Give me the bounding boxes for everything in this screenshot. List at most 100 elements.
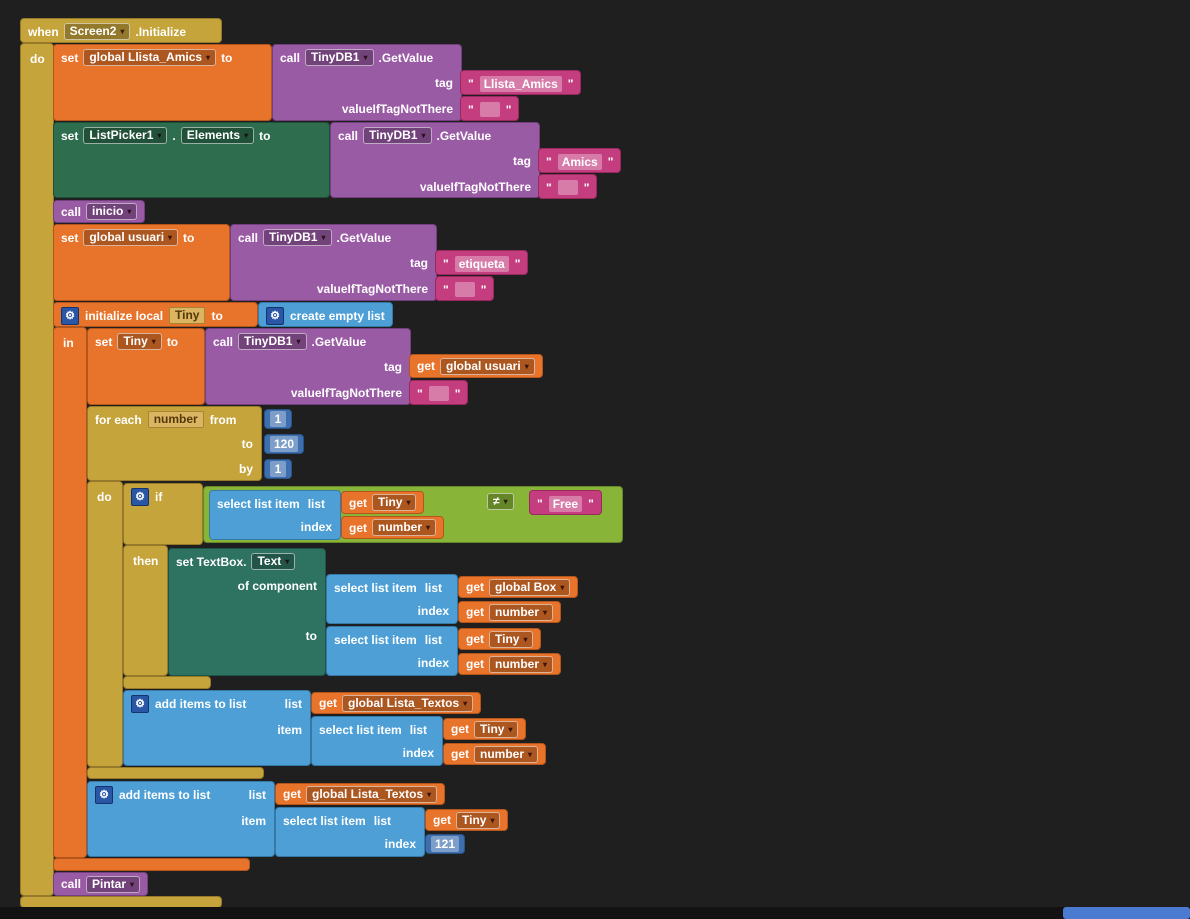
number-field[interactable]: 121 [431,836,460,852]
tinydb1-dropdown[interactable]: TinyDB1 ▾ [363,127,432,144]
number-field[interactable]: 1 [270,411,286,427]
if-block[interactable]: ⚙ if [123,483,203,545]
select-list-item-block-2[interactable]: select list item list index [326,574,458,624]
listpicker1-dropdown[interactable]: ListPicker1 ▾ [83,127,168,144]
tinydb-getvalue-block-2[interactable]: call TinyDB1 ▾ .GetValue tag valueIfTagN… [330,122,540,198]
global-usuari-dropdown[interactable]: global usuari ▾ [83,229,179,246]
string-value-field[interactable] [557,180,578,195]
number-block-120[interactable]: 120 [264,434,305,454]
set-textbox-text-block[interactable]: set TextBox. Text ▾ of component to [168,548,326,676]
horizontal-scrollbar-thumb[interactable] [1063,907,1190,919]
empty-string-block-2[interactable]: " " [538,174,598,199]
number-block-121[interactable]: 121 [425,834,466,854]
tiny-dropdown[interactable]: Tiny ▾ [489,630,534,648]
horizontal-scrollbar-track[interactable] [0,907,1190,919]
select-list-item-block-3[interactable]: select list item list index [326,626,458,676]
text-string-block-free[interactable]: " Free " [529,490,602,515]
select-list-item-block-4[interactable]: select list item list index [311,716,443,766]
tinydb1-dropdown[interactable]: TinyDB1 ▾ [238,333,307,350]
tinydb1-dropdown[interactable]: TinyDB1 ▾ [263,229,332,246]
string-value-field[interactable] [454,282,475,297]
event-left-spine[interactable]: do [20,43,54,896]
tiny-dropdown[interactable]: Tiny ▾ [474,720,519,738]
mutator-icon[interactable]: ⚙ [95,785,113,804]
get-tiny-block[interactable]: get Tiny ▾ [341,491,425,514]
number-dropdown[interactable]: number ▾ [372,519,437,536]
number-field[interactable]: 1 [270,461,286,477]
string-value-field[interactable]: etiqueta [454,255,509,272]
string-value-field[interactable]: Llista_Amics [479,75,562,92]
get-global-usuari-block[interactable]: get global usuari ▾ [409,354,543,378]
pintar-dropdown[interactable]: Pintar ▾ [86,875,141,893]
mutator-icon[interactable]: ⚙ [61,306,79,325]
call-inicio-block[interactable]: call inicio ▾ [53,200,146,223]
loop-var-field[interactable]: number [147,411,204,428]
text-prop-dropdown[interactable]: Text ▾ [251,553,296,570]
if-bottom-bar[interactable] [123,676,211,689]
mutator-icon[interactable]: ⚙ [131,694,149,713]
string-value-field[interactable]: Amics [557,153,602,170]
call-pintar-block[interactable]: call Pintar ▾ [53,872,149,896]
global-usuari-dropdown[interactable]: global usuari ▾ [440,357,535,375]
global-box-dropdown[interactable]: global Box ▾ [489,578,571,596]
tiny-dropdown[interactable]: Tiny ▾ [372,494,417,511]
global-llista-amics-dropdown[interactable]: global Llista_Amics ▾ [83,49,217,66]
text-string-block-etiqueta[interactable]: " etiqueta " [435,250,529,275]
add-items-to-list-block-1[interactable]: ⚙ add items to list list item [123,690,311,766]
text-string-block-llista-amics[interactable]: " Llista_Amics " [460,70,582,95]
tinydb-getvalue-block-3[interactable]: call TinyDB1 ▾ .GetValue tag valueIfTagN… [230,224,437,301]
get-tiny-block[interactable]: get Tiny ▾ [458,628,542,650]
create-empty-list-block[interactable]: ⚙ create empty list [258,302,393,327]
initialize-local-tiny-block[interactable]: ⚙ initialize local Tiny to [53,302,258,327]
get-tiny-block[interactable]: get Tiny ▾ [425,809,509,831]
when-screen2-initialize-block[interactable]: when Screen2 ▾ .Initialize [20,18,222,43]
get-global-lista-textos-block[interactable]: get global Lista_Textos ▾ [311,692,482,714]
if-then-spine[interactable]: then [123,545,168,676]
set-listpicker-elements-block[interactable]: set ListPicker1 ▾ . Elements ▾ to [53,122,330,198]
empty-string-block-3[interactable]: " " [435,276,495,301]
get-global-box-block[interactable]: get global Box ▾ [458,576,579,598]
mutator-icon[interactable]: ⚙ [266,306,284,325]
mutator-icon[interactable]: ⚙ [131,487,149,506]
for-each-block[interactable]: for each number from to by [87,406,262,481]
local-name-field[interactable]: Tiny [169,307,206,324]
tiny-dropdown[interactable]: Tiny ▾ [117,333,162,350]
tinydb-getvalue-block-4[interactable]: call TinyDB1 ▾ .GetValue tag valueIfTagN… [205,328,411,405]
empty-string-block-4[interactable]: " " [409,380,469,405]
get-number-block[interactable]: get number ▾ [458,601,562,623]
add-items-to-list-block-2[interactable]: ⚙ add items to list list item [87,781,275,857]
number-dropdown[interactable]: number ▾ [489,603,554,621]
string-value-field[interactable]: Free [548,495,583,512]
number-dropdown[interactable]: number ▾ [474,745,539,763]
set-global-usuari-block[interactable]: set global usuari ▾ to [53,224,230,301]
number-field[interactable]: 120 [270,436,299,452]
tiny-dropdown[interactable]: Tiny ▾ [456,811,501,829]
get-number-block[interactable]: get number ▾ [458,653,562,675]
number-block-1[interactable]: 1 [264,409,292,429]
initialize-local-spine[interactable]: in [53,327,87,858]
get-tiny-block[interactable]: get Tiny ▾ [443,718,527,740]
number-dropdown[interactable]: number ▾ [489,655,554,673]
get-number-block[interactable]: get number ▾ [341,516,445,539]
select-list-item-block-1[interactable]: select list item list index [209,490,341,540]
get-global-lista-textos-block[interactable]: get global Lista_Textos ▾ [275,783,446,805]
string-value-field[interactable] [479,102,500,117]
tinydb-getvalue-block-1[interactable]: call TinyDB1 ▾ .GetValue tag valueIfTagN… [272,44,462,121]
number-block-1b[interactable]: 1 [264,459,292,479]
text-string-block-amics[interactable]: " Amics " [538,148,622,173]
string-value-field[interactable] [428,386,449,401]
for-each-bottom-bar[interactable] [87,767,264,779]
get-number-block[interactable]: get number ▾ [443,743,547,765]
global-lista-textos-dropdown[interactable]: global Lista_Textos ▾ [306,785,438,803]
operator-dropdown[interactable]: ≠ ▾ [487,493,514,510]
elements-dropdown[interactable]: Elements ▾ [180,127,255,144]
select-list-item-block-5[interactable]: select list item list index [275,807,425,857]
empty-string-block-1[interactable]: " " [460,96,520,121]
screen2-dropdown[interactable]: Screen2 ▾ [63,23,131,40]
initialize-local-bottom-bar[interactable] [53,858,250,871]
tinydb1-dropdown[interactable]: TinyDB1 ▾ [305,49,374,66]
set-global-llista-amics-block[interactable]: set global Llista_Amics ▾ to [53,44,272,121]
for-each-do-spine[interactable]: do [87,481,123,767]
set-tiny-block[interactable]: set Tiny ▾ to [87,328,205,405]
